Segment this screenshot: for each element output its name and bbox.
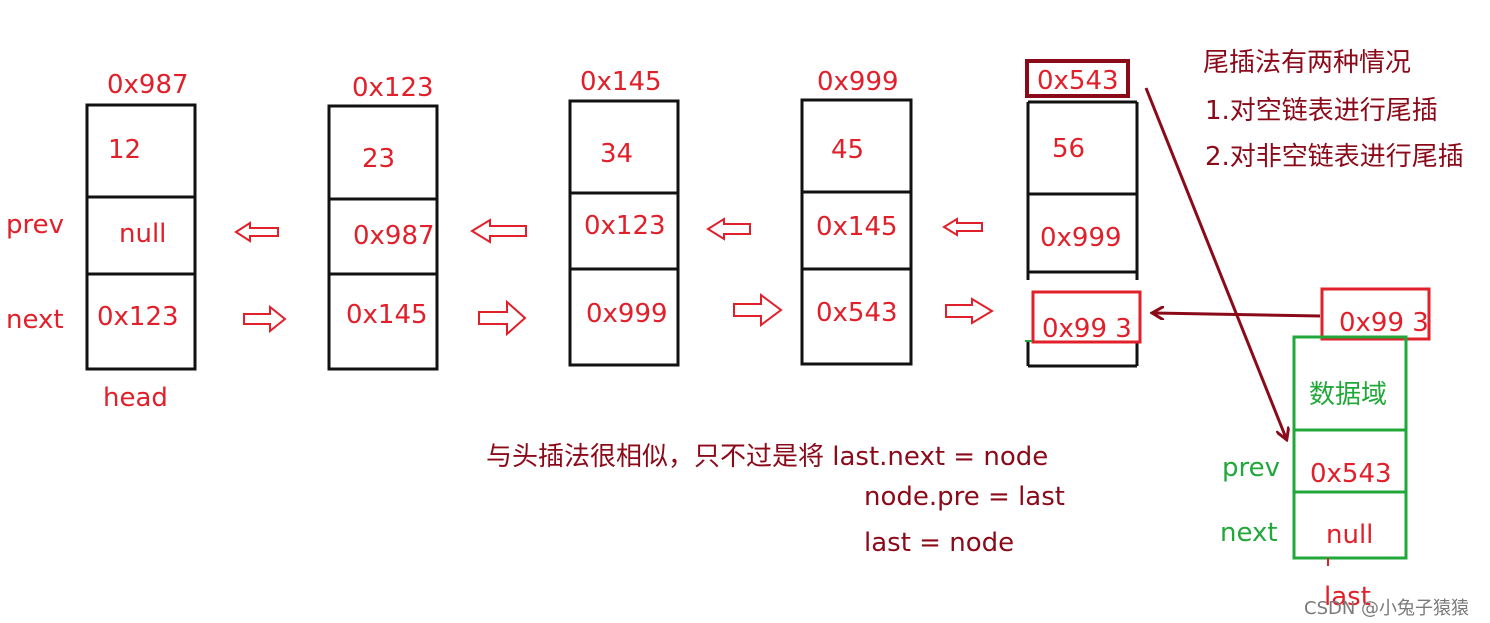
notes-case-1: 1.对空链表进行尾插: [1205, 96, 1438, 126]
prev-arrow-4: [942, 217, 983, 237]
node-1-address: 0x987: [107, 70, 189, 100]
node-5-address: 0x543: [1037, 66, 1119, 96]
new-node-data: 数据域: [1309, 380, 1388, 410]
next-arrow-3: [733, 293, 783, 327]
node-box-1: [85, 103, 197, 371]
next-row-label: next: [6, 305, 64, 335]
node-box-3: [568, 99, 680, 367]
watermark: CSDN @小兔子猿猿: [1304, 598, 1470, 619]
last-label: last: [1324, 582, 1371, 612]
node-3-prev: 0x123: [584, 211, 666, 241]
node-4-data: 45: [831, 135, 865, 165]
node-3-address: 0x145: [580, 67, 662, 97]
node-3-data: 34: [600, 139, 634, 169]
head-label: head: [103, 383, 168, 413]
node-5-prev: 0x999: [1040, 223, 1122, 253]
node-4-next: 0x543: [816, 298, 898, 328]
node-3-next: 0x999: [586, 299, 668, 329]
node-1-prev: null: [119, 219, 167, 249]
node-2-data: 23: [362, 144, 396, 174]
node-box-2: [327, 104, 439, 371]
new-node-next-label: next: [1220, 518, 1278, 548]
new-node-prev-label: prev: [1222, 453, 1281, 483]
new-node-address: 0x99 3: [1339, 308, 1429, 338]
node-5-data: 56: [1052, 134, 1086, 164]
next-arrow-4: [945, 297, 994, 325]
notes-heading: 尾插法有两种情况: [1203, 48, 1412, 78]
node-2-prev: 0x987: [353, 221, 435, 251]
prev-arrow-1: [234, 221, 279, 243]
explanation-line-1: 与头插法很相似，只不过是将 last.next = node: [486, 442, 1049, 472]
next-arrow-2: [478, 299, 527, 337]
explanation-line-3: last = node: [864, 528, 1015, 558]
explanation-line-2: node.pre = last: [864, 482, 1065, 512]
node-1-data: 12: [108, 135, 142, 165]
new-node-next: null: [1326, 520, 1374, 550]
new-node-address-box: [1320, 287, 1431, 341]
next-arrow-1: [243, 304, 287, 334]
node-2-address: 0x123: [352, 73, 434, 103]
node-5-next: 0x99 3: [1042, 314, 1132, 344]
notes-case-2: 2.对非空链表进行尾插: [1205, 142, 1464, 172]
prev-arrow-2: [470, 218, 527, 244]
node-2-next: 0x145: [346, 300, 428, 330]
new-node-box: [1292, 335, 1408, 560]
node-1-next: 0x123: [97, 302, 179, 332]
prev-arrow-3: [706, 217, 751, 241]
node-box-5: [1026, 100, 1139, 368]
node-4-prev: 0x145: [816, 212, 898, 242]
new-node-prev: 0x543: [1310, 459, 1392, 489]
address-highlight-box: [1025, 59, 1130, 98]
prev-row-label: prev: [6, 210, 65, 240]
node-4-address: 0x999: [817, 67, 899, 97]
next-field-highlight: [1031, 290, 1142, 344]
link-arrow-prev: [1144, 87, 1286, 438]
node-box-4: [800, 98, 913, 366]
